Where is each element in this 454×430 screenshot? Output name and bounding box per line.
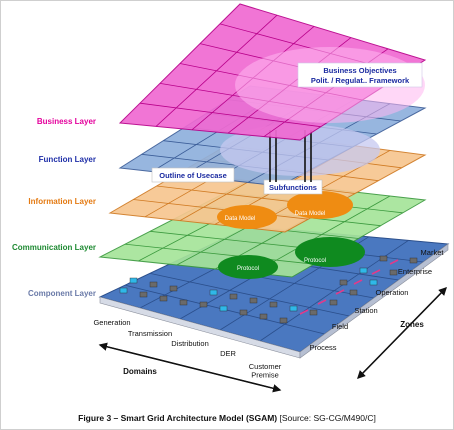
domain-label-3: DER: [220, 349, 236, 358]
grid-line: [149, 272, 350, 317]
domain-label-1: Transmission: [128, 329, 172, 338]
protocol-ellipse-1: [218, 255, 278, 279]
component-block: [339, 279, 348, 286]
function-layer-label: Function Layer: [38, 155, 96, 164]
domain-label-2: Distribution: [171, 339, 209, 348]
communication-layer-label: Communication Layer: [11, 243, 96, 252]
business-objectives-box: [297, 62, 423, 88]
component-block: [329, 299, 338, 306]
component-block: [239, 309, 248, 316]
component-block: [179, 299, 188, 306]
component-block: [249, 297, 258, 304]
domain-axis-arrow-back: [98, 342, 281, 391]
caption-title: Figure 3 – Smart Grid Architecture Model…: [78, 413, 278, 423]
zone-label-2: Station: [354, 306, 377, 315]
outline-usecase-box: [151, 167, 235, 183]
data-model-label-1: Data Model: [225, 216, 256, 222]
grid-line: [133, 199, 309, 220]
component-block: [309, 309, 318, 316]
subfunctions-box: [263, 179, 323, 195]
zone-axis-arrow-back: [357, 287, 447, 380]
component-block: [389, 269, 398, 276]
polit-framework-text: Polit. / Regulat.. Framework: [311, 76, 410, 85]
protocol-label-2: Protocol: [304, 258, 326, 264]
data-model-ellipse-1: [217, 205, 277, 229]
data-model-ellipse-2: [287, 191, 353, 219]
usecase-ellipse: [220, 124, 380, 176]
component-link: [371, 269, 381, 275]
zone-label-1: Field: [332, 322, 348, 331]
component-link: [335, 289, 345, 295]
component-block: [209, 289, 218, 296]
outline-usecase-text: Outline of Usecase: [159, 171, 227, 180]
component-block: [139, 291, 148, 298]
zone-label-5: Market: [421, 248, 445, 257]
component-block: [199, 301, 208, 308]
component-block: [269, 301, 278, 308]
information-layer-label: Information Layer: [28, 197, 96, 206]
component-block: [219, 305, 228, 312]
zone-label-3: Operation: [376, 288, 409, 297]
business-layer-label: Business Layer: [36, 117, 96, 126]
caption-source: [Source: SG-CG/M490/C]: [277, 413, 376, 423]
component-block: [159, 295, 168, 302]
component-link: [353, 279, 363, 285]
component-block: [149, 281, 158, 288]
component-block: [359, 267, 368, 274]
grid-line: [139, 102, 321, 128]
data-model-label-2: Data Model: [295, 211, 326, 217]
component-block: [369, 279, 378, 286]
component-block: [409, 257, 418, 264]
component-block: [229, 293, 238, 300]
component-link: [389, 259, 399, 265]
zone-label-4: Enterprise: [398, 267, 432, 276]
component-block: [379, 255, 388, 262]
protocol-label-1: Protocol: [237, 266, 259, 272]
component-block: [119, 287, 128, 294]
business-objectives-text: Business Objectives: [323, 66, 396, 75]
component-layer-label: Component Layer: [27, 289, 96, 298]
domain-label-0: Generation: [93, 318, 130, 327]
component-link: [299, 309, 309, 315]
component-block: [259, 313, 268, 320]
domains-title: Domains: [123, 367, 157, 376]
zone-label-0: Process: [309, 343, 336, 352]
component-block: [349, 289, 358, 296]
component-block: [169, 285, 178, 292]
figure-caption: Figure 3 – Smart Grid Architecture Model…: [0, 413, 454, 423]
component-block: [129, 277, 138, 284]
component-block: [279, 317, 288, 324]
zones-title: Zones: [400, 320, 424, 329]
subfunctions-text: Subfunctions: [269, 183, 317, 192]
component-link: [317, 299, 327, 305]
component-block: [289, 305, 298, 312]
protocol-ellipse-2: [295, 237, 365, 267]
component-side-face: [299, 243, 449, 359]
grid-line: [124, 243, 315, 265]
